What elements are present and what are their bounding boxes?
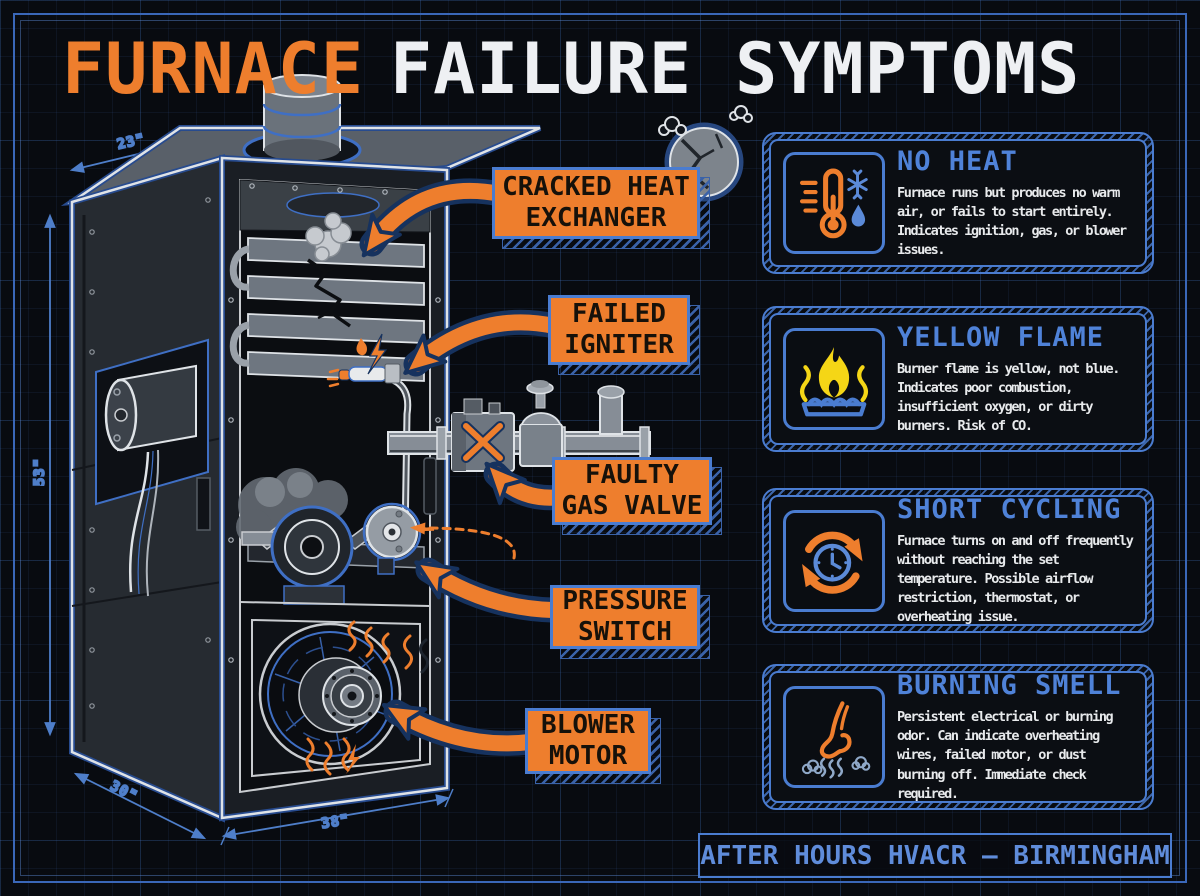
heat-squiggles <box>305 620 413 776</box>
title-rest: FAILURE SYMPTOMS <box>390 28 1081 110</box>
symptom-card-burning-smell: BURNING SMELL Persistent electrical or b… <box>762 664 1154 810</box>
nose-smell-icon <box>783 686 885 788</box>
blower-motor-part <box>251 618 429 778</box>
svg-text:23": 23" <box>116 131 147 153</box>
inducer-motor <box>241 505 354 605</box>
arrow-cracked-heat-exchanger <box>359 178 513 258</box>
callout-label: FAILED <box>572 299 666 330</box>
callout-label: PRESSURE <box>562 586 688 617</box>
card-title: BURNING SMELL <box>897 670 1122 702</box>
arrow-pressure-switch <box>414 557 565 623</box>
symptom-card-no-heat: NO HEAT Furnace runs but produces no war… <box>762 132 1154 274</box>
callout-label: IGNITER <box>564 330 674 360</box>
callout-label: FAULTY <box>585 460 679 491</box>
title-accent: FURNACE <box>62 28 365 110</box>
callout-label: BLOWER <box>541 710 635 741</box>
symptom-card-short-cycling: SHORT CYCLING Furnace turns on and off f… <box>762 488 1154 633</box>
yellow-flame-icon <box>783 328 885 430</box>
card-body: Furnace runs but produces no warm air, o… <box>897 184 1127 259</box>
card-body: Furnace turns on and off frequently with… <box>897 532 1134 626</box>
valve-x-mark <box>463 423 503 461</box>
rivets-side <box>89 197 211 709</box>
callout-label: CRACKED HEAT <box>502 172 690 203</box>
card-body: Persistent electrical or burning odor. C… <box>897 709 1114 802</box>
crack <box>307 258 352 328</box>
smoke-puffs <box>658 105 753 136</box>
svg-text:38": 38" <box>320 812 350 832</box>
smoke-puff <box>305 212 352 262</box>
brand-footer: AFTER HOURS HVACR — BIRMINGHAM <box>698 833 1172 878</box>
callout-label: MOTOR <box>548 741 628 771</box>
card-title: SHORT CYCLING <box>897 493 1122 525</box>
svg-text:53": 53" <box>32 458 48 486</box>
callout-label: SWITCH <box>578 617 672 647</box>
callout-label: GAS VALVE <box>561 491 703 521</box>
callout-label: EXCHANGER <box>525 203 667 233</box>
side-draft-motor <box>95 338 211 597</box>
small-flame-icon <box>356 338 367 356</box>
brand-text: AFTER HOURS HVACR — BIRMINGHAM <box>700 840 1170 871</box>
flue-pipe <box>242 74 362 169</box>
igniter <box>326 333 412 541</box>
arrow-blower-motor <box>381 699 543 756</box>
clock-cycling-icon <box>783 509 885 612</box>
card-title: NO HEAT <box>897 145 1018 177</box>
dashed-pointer-arrow <box>410 522 516 560</box>
spark-bolt-icon <box>367 333 388 375</box>
dimension-bottom: 38" <box>220 788 454 846</box>
card-body: Burner flame is yellow, not blue. Indica… <box>897 360 1120 435</box>
thermometer-freeze-icon <box>783 152 885 254</box>
arrow-failed-igniter <box>403 309 567 377</box>
card-title: YELLOW FLAME <box>897 321 1105 353</box>
dimension-left: 53" <box>31 213 56 737</box>
gas-valve-assembly <box>387 380 651 472</box>
symptom-card-yellow-flame: YELLOW FLAME Burner flame is yellow, not… <box>762 306 1154 452</box>
